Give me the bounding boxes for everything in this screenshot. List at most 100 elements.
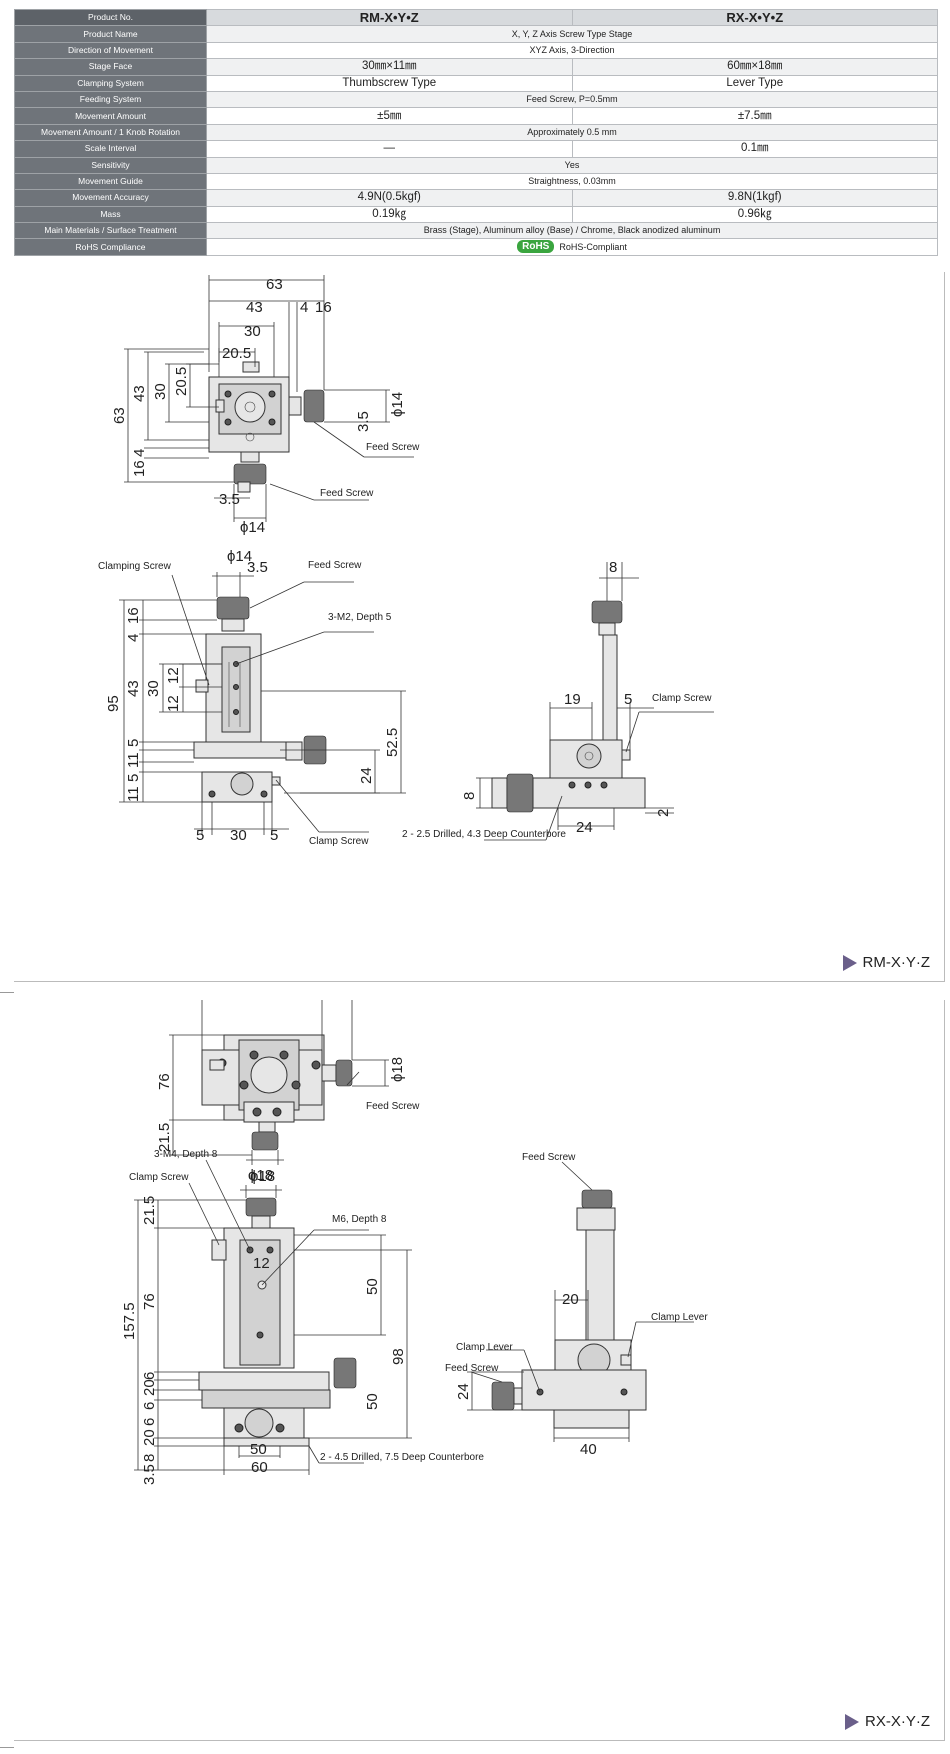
spec-row-label: Movement Amount <box>14 107 207 125</box>
spec-row-value: 0.19㎏ <box>206 205 573 224</box>
dim-8-side-v: 8 <box>461 792 478 800</box>
spec-row-common: Feed Screw, P=0.5mm <box>206 90 938 109</box>
spec-row-value: Thumbscrew Type <box>206 74 573 92</box>
dim-16-v: 16 <box>131 460 148 477</box>
dim-76-front: 76 <box>141 1293 158 1310</box>
spec-row-label: Movement Guide <box>14 172 207 191</box>
spec-row-label: Mass <box>14 205 207 224</box>
spec-header-model: RM-X•Y•Z <box>206 8 573 27</box>
spec-row-label: RoHS Compliance <box>14 238 207 256</box>
label-feed-screw-3: Feed Screw <box>308 560 362 571</box>
dim-5-a: 5 <box>125 739 142 747</box>
dim-24-side: 24 <box>576 819 593 836</box>
divider-bottom <box>0 1747 14 1748</box>
dim-11-a: 11 <box>125 752 142 768</box>
dim-4-front: 4 <box>125 634 142 642</box>
spec-row-value: ±5㎜ <box>206 107 573 125</box>
spec-row-label: Stage Face <box>14 58 207 76</box>
spec-row-label: Movement Amount / 1 Knob Rotation <box>14 123 207 142</box>
dim-phi18-right: ϕ18 <box>389 1057 406 1082</box>
spec-row-common: XYZ Axis, 3-Direction <box>206 41 938 60</box>
label-feed-screw-1: Feed Screw <box>366 442 420 453</box>
label-clamping-screw: Clamping Screw <box>98 561 172 572</box>
dim-20-5: 20.5 <box>222 345 251 362</box>
dim-8-rx: 8 <box>141 1454 158 1462</box>
dim-12-b: 12 <box>165 695 182 712</box>
dim-24-front: 24 <box>358 767 375 784</box>
tag-arrow-icon <box>845 1714 859 1730</box>
label-m2-depth5: 3-M2, Depth 5 <box>328 612 392 623</box>
dim-30-bottom: 30 <box>230 827 247 844</box>
spec-row-common: Approximately 0.5 mm <box>206 123 938 142</box>
spec-row-common-text: XYZ Axis, 3-Direction <box>529 44 615 55</box>
dim-63: 63 <box>266 276 283 293</box>
technical-drawing-rx: 76 21.5 76 21.5 ϕ18 Feed Screw ϕ18 <box>121 962 708 1485</box>
dim-phi14-front: ϕ14 <box>227 548 252 565</box>
dim-43: 43 <box>246 299 263 316</box>
label-feed-screw-rx-2: Feed Screw <box>522 1152 576 1163</box>
spec-row-label: Product Name <box>14 25 207 43</box>
dim-6-a: 6 <box>141 1372 158 1380</box>
spec-header-label: Product No. <box>14 8 207 27</box>
spec-row-value: 0.1㎜ <box>571 140 938 158</box>
dim-phi14-right: ϕ14 <box>389 392 406 417</box>
drawing-panel-rm: 63 43 4 16 30 20.5 63 43 30 20.5 4 16 ϕ1… <box>14 272 945 982</box>
spec-row-value: — <box>206 140 573 158</box>
spec-row-label: Main Materials / Surface Treatment <box>14 222 207 240</box>
spec-row-common-text: RoHS-Compliant <box>559 241 627 252</box>
spec-row-value: 30㎜×11㎜ <box>206 58 573 76</box>
rx-side-view <box>467 1161 694 1442</box>
spec-row: Direction of Movement XYZ Axis, 3-Directi… <box>14 41 938 60</box>
dim-3-5-right: 3.5 <box>355 411 372 432</box>
label-drilled-rm: 2 - 2.5 Drilled, 4.3 Deep Counterbore <box>402 829 566 840</box>
label-m4-depth8: 3-M4, Depth 8 <box>154 1149 218 1160</box>
dim-19: 19 <box>564 691 581 708</box>
dim-60-bottom: 60 <box>251 1459 268 1476</box>
spec-row-common: Yes <box>206 156 938 174</box>
dim-2-side: 2 <box>655 809 672 817</box>
dim-95: 95 <box>105 695 122 712</box>
dim-30: 30 <box>244 323 261 340</box>
spec-row-common-text: Yes <box>564 159 580 170</box>
spec-row-common-text: Feed Screw, P=0.5mm <box>526 94 618 105</box>
dim-76-v: 76 <box>156 1073 173 1090</box>
spec-row-value: Lever Type <box>571 74 938 92</box>
spec-row-label: Scale Interval <box>14 140 207 158</box>
rx-front-view <box>134 1159 412 1475</box>
spec-row: Scale Interval—0.1㎜ <box>14 140 938 158</box>
rm-front-view <box>119 572 406 835</box>
model-tag-rm: RM-X·Y·Z <box>842 954 930 971</box>
dim-20-5-v: 20.5 <box>173 367 190 396</box>
spec-row-value: 0.96㎏ <box>571 205 938 224</box>
dim-5-d: 5 <box>270 827 278 844</box>
dim-40-side: 40 <box>580 1441 597 1458</box>
dim-20-side: 20 <box>562 1291 579 1308</box>
spec-row-common: Straightness, 0.03mm <box>206 172 938 191</box>
dim-12-rx: 12 <box>253 1255 270 1272</box>
label-feed-screw-2: Feed Screw <box>320 488 374 499</box>
dim-24-side-rx: 24 <box>455 1383 472 1400</box>
dim-50-bottom: 50 <box>250 1441 267 1458</box>
dim-4: 4 <box>300 299 308 316</box>
dim-30-v: 30 <box>152 383 169 400</box>
spec-header-model: RX-X•Y•Z <box>571 8 938 27</box>
dim-157-5: 157.5 <box>121 1302 138 1340</box>
dim-8-side: 8 <box>609 559 617 576</box>
dim-50-b: 50 <box>364 1393 381 1410</box>
spec-row-label: Direction of Movement <box>14 41 207 60</box>
dim-21-5-v: 21.5 <box>156 1123 173 1152</box>
rm-side-view <box>476 562 714 841</box>
dim-30-front: 30 <box>145 680 162 697</box>
dim-11-b: 11 <box>125 786 142 802</box>
dim-52-5: 52.5 <box>384 728 401 757</box>
